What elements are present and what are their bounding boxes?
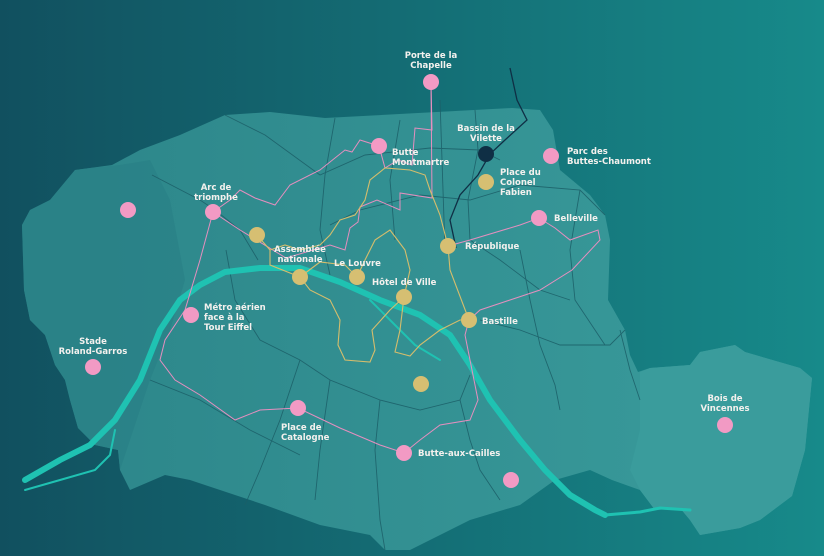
gold-route [256, 167, 470, 363]
marker-bois-de-vincennes[interactable] [717, 417, 733, 433]
marker-butte-aux-cailles[interactable] [396, 445, 412, 461]
paris-city-area [22, 108, 812, 550]
label-hotel-de-ville: Hôtel de Ville [372, 277, 437, 288]
label-butte-aux-cailles: Butte-aux-Cailles [418, 449, 500, 459]
gold-route-inner [299, 229, 411, 298]
marker-butte-montmartre[interactable] [371, 138, 387, 154]
pink-route [159, 81, 601, 454]
marker-belleville[interactable] [531, 210, 547, 226]
marker-pink-southeast[interactable] [503, 472, 519, 488]
marker-parc-des-buttes-chaumont[interactable] [543, 148, 559, 164]
markers [85, 74, 733, 488]
marker-arc-de-triomphe[interactable] [205, 204, 221, 220]
pink-route-north [212, 139, 380, 213]
marker-assemblee-nationale[interactable] [292, 269, 308, 285]
marker-place-de-catalogne[interactable] [290, 400, 306, 416]
marker-porte-de-la-chapelle[interactable] [423, 74, 439, 90]
marker-metro-aerien[interactable] [183, 307, 199, 323]
label-bastille: Bastille [482, 317, 518, 327]
marker-republique[interactable] [440, 238, 456, 254]
marker-bassin-de-la-vilette[interactable] [478, 146, 494, 162]
label-le-louvre: Le Louvre [334, 259, 381, 269]
marker-gold-south[interactable] [413, 376, 429, 392]
label-belleville: Belleville [554, 214, 598, 224]
label-republique: République [465, 241, 519, 252]
marker-le-louvre[interactable] [349, 269, 365, 285]
marker-stade-roland-garros[interactable] [85, 359, 101, 375]
bois-de-boulogne-area [22, 160, 185, 470]
bois-de-vincennes-area [630, 345, 812, 535]
marker-place-du-colonel-fabien[interactable] [478, 174, 494, 190]
marker-bois-de-boulogne[interactable] [120, 202, 136, 218]
marker-gold-west[interactable] [249, 227, 265, 243]
marker-hotel-de-ville[interactable] [396, 289, 412, 305]
marker-bastille[interactable] [461, 312, 477, 328]
